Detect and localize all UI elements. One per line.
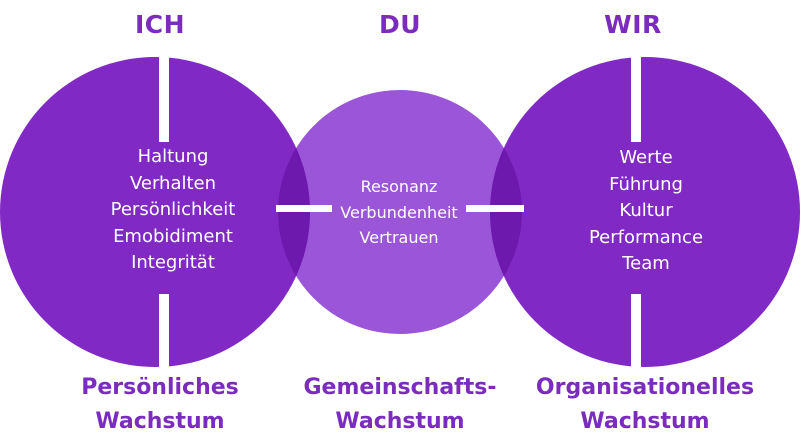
ich-keyword: Haltung xyxy=(137,146,209,167)
ich-top-divider xyxy=(159,56,169,142)
ich-circle xyxy=(0,57,310,367)
wir-keyword: Team xyxy=(622,253,670,274)
wir-circle xyxy=(490,57,800,367)
ich-bottom-divider xyxy=(159,294,169,374)
wir-caption-line: Wachstum xyxy=(580,409,710,434)
wir-bottom-divider xyxy=(631,294,641,374)
ich-keyword: Emobidiment xyxy=(113,225,233,247)
ich-caption-line: Wachstum xyxy=(95,409,225,434)
du-caption-line: Gemeinschafts- xyxy=(303,375,497,400)
ich-keyword: Verhalten xyxy=(129,172,217,194)
du-keyword: Verbundenheit xyxy=(340,202,458,222)
du-caption: Gemeinschafts- Wachstum xyxy=(270,371,530,439)
du-wir-connector xyxy=(466,205,524,212)
ich-du-connector xyxy=(276,205,332,212)
ich-keyword-list: Haltung Verhalten Persönlichkeit Emobidi… xyxy=(63,144,283,277)
wir-keyword: Werte xyxy=(619,147,673,168)
du-keyword-list: Resonanz Verbundenheit Vertrauen xyxy=(309,174,489,251)
wir-keyword: Performance xyxy=(588,226,704,248)
wir-keyword: Führung xyxy=(609,173,683,195)
ich-heading: ICH xyxy=(134,10,186,39)
ich-caption-line: Persönliches xyxy=(81,375,239,400)
wir-caption-line: Organisationelles xyxy=(535,375,755,400)
wir-keyword: Kultur xyxy=(619,200,673,221)
wir-caption: Organisationelles Wachstum xyxy=(515,371,775,439)
ich-caption: Persönliches Wachstum xyxy=(30,371,290,439)
wir-heading: WIR xyxy=(604,10,662,39)
du-caption-line: Wachstum xyxy=(335,409,465,434)
ich-keyword: Persönlichkeit xyxy=(110,199,236,220)
du-keyword: Vertrauen xyxy=(359,228,439,247)
wir-keyword-list: Werte Führung Kultur Performance Team xyxy=(536,145,756,278)
du-keyword: Resonanz xyxy=(360,177,438,196)
ich-keyword: Integrität xyxy=(131,252,215,273)
du-circle xyxy=(278,90,522,334)
wir-top-divider xyxy=(631,56,641,142)
du-heading: DU xyxy=(378,10,422,39)
